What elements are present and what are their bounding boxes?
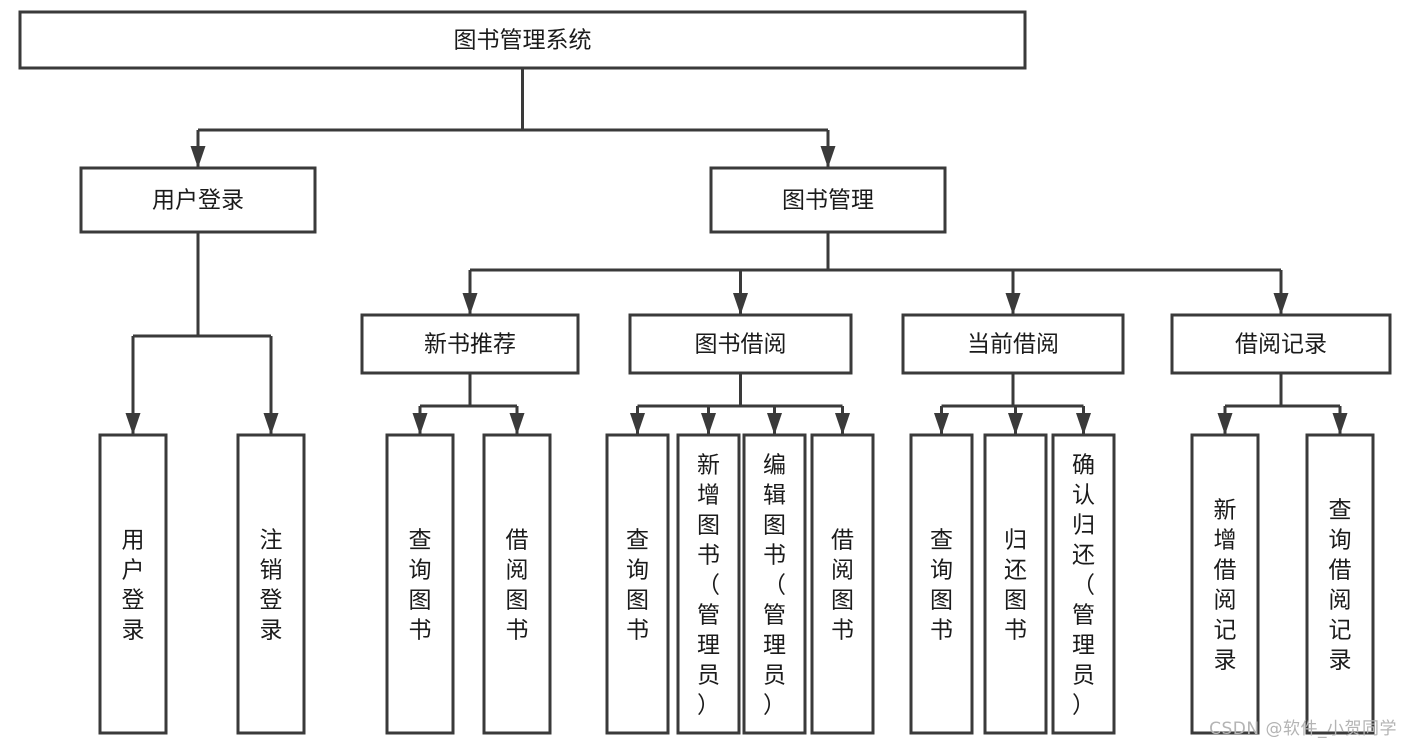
node-box (676, 433, 741, 735)
node-leaf-query-book[interactable]: 查询图书 (605, 433, 670, 735)
node-borrow-record[interactable]: 借阅记录 (1170, 313, 1392, 375)
node-label: 借阅记录 (1235, 332, 1327, 358)
node-label: 新书推荐 (424, 332, 516, 358)
node-box (385, 433, 455, 735)
node-box (236, 433, 306, 735)
node-box (1051, 433, 1116, 735)
node-label: 注销登录 (260, 527, 283, 643)
arrow-head-icon (263, 413, 279, 435)
node-box (18, 10, 1027, 70)
node-new-book-rec[interactable]: 新书推荐 (360, 313, 580, 375)
node-leaf-confirm-return[interactable]: 确认归还（管理员） (1051, 433, 1116, 735)
node-label: 归还图书 (1004, 527, 1027, 643)
node-label: 用户登录 (152, 188, 244, 214)
node-box (482, 433, 552, 735)
node-label: 查询图书 (626, 527, 649, 643)
node-leaf-logout[interactable]: 注销登录 (236, 433, 306, 735)
arrow-head-icon (934, 413, 949, 435)
node-box (360, 313, 580, 375)
arrow-head-icon (125, 413, 141, 435)
node-box (1170, 313, 1392, 375)
arrow-head-icon (1008, 413, 1023, 435)
node-leaf-borrow-book[interactable]: 借阅图书 (810, 433, 875, 735)
node-label: 新增图书（管理员） (697, 452, 720, 718)
node-label: 图书管理 (782, 188, 874, 214)
node-leaf-user-login[interactable]: 用户登录 (98, 433, 168, 735)
node-box (98, 433, 168, 735)
node-leaf-return-book[interactable]: 归还图书 (983, 433, 1048, 735)
arrow-head-icon (509, 413, 525, 435)
node-book-manage[interactable]: 图书管理 (709, 166, 947, 234)
arrow-head-icon (1332, 413, 1348, 435)
node-label: 查询图书 (930, 527, 953, 643)
node-leaf-add-book[interactable]: 新增图书（管理员） (676, 433, 741, 735)
node-box (909, 433, 974, 735)
node-leaf-edit-book[interactable]: 编辑图书（管理员） (742, 433, 807, 735)
node-box (605, 433, 670, 735)
node-layer: 图书管理系统用户登录图书管理新书推荐图书借阅当前借阅借阅记录用户登录注销登录查询… (18, 10, 1392, 735)
node-box (79, 166, 317, 234)
node-label: 新增借阅记录 (1214, 497, 1237, 673)
node-label: 图书管理系统 (454, 28, 592, 54)
node-box (742, 433, 807, 735)
node-box (983, 433, 1048, 735)
node-box (1305, 433, 1375, 735)
node-label: 图书借阅 (695, 332, 787, 358)
arrow-head-icon (767, 413, 782, 435)
node-leaf-query-book-rec[interactable]: 查询图书 (385, 433, 455, 735)
arrow-head-icon (835, 413, 850, 435)
node-box (1190, 433, 1260, 735)
arrow-head-icon (630, 413, 645, 435)
arrow-head-icon (1273, 293, 1289, 315)
node-box (709, 166, 947, 234)
node-label: 确认归还（管理员） (1072, 452, 1095, 718)
node-label: 查询图书 (409, 527, 432, 643)
arrow-head-icon (1076, 413, 1091, 435)
arrow-head-icon (733, 293, 748, 315)
node-label: 编辑图书（管理员） (763, 452, 786, 718)
arrow-head-icon (190, 146, 206, 168)
arrow-head-icon (701, 413, 716, 435)
node-box (810, 433, 875, 735)
node-leaf-query-record[interactable]: 查询借阅记录 (1305, 433, 1375, 735)
node-box (628, 313, 853, 375)
node-box (901, 313, 1125, 375)
arrow-head-icon (412, 413, 428, 435)
node-label: 当前借阅 (967, 332, 1059, 358)
node-current-borrow[interactable]: 当前借阅 (901, 313, 1125, 375)
node-root[interactable]: 图书管理系统 (18, 10, 1027, 70)
node-label: 查询借阅记录 (1329, 497, 1352, 673)
arrow-head-icon (820, 146, 836, 168)
arrow-head-icon (1005, 293, 1021, 315)
node-label: 借阅图书 (831, 527, 854, 643)
node-book-borrow[interactable]: 图书借阅 (628, 313, 853, 375)
node-label: 用户登录 (122, 527, 145, 643)
node-leaf-add-record[interactable]: 新增借阅记录 (1190, 433, 1260, 735)
node-leaf-borrow-book-rec[interactable]: 借阅图书 (482, 433, 552, 735)
node-user-login[interactable]: 用户登录 (79, 166, 317, 234)
arrow-head-icon (1217, 413, 1233, 435)
arrow-head-icon (462, 293, 478, 315)
node-label: 借阅图书 (506, 527, 529, 643)
connector-layer (125, 68, 1348, 435)
node-leaf-query-book-cur[interactable]: 查询图书 (909, 433, 974, 735)
